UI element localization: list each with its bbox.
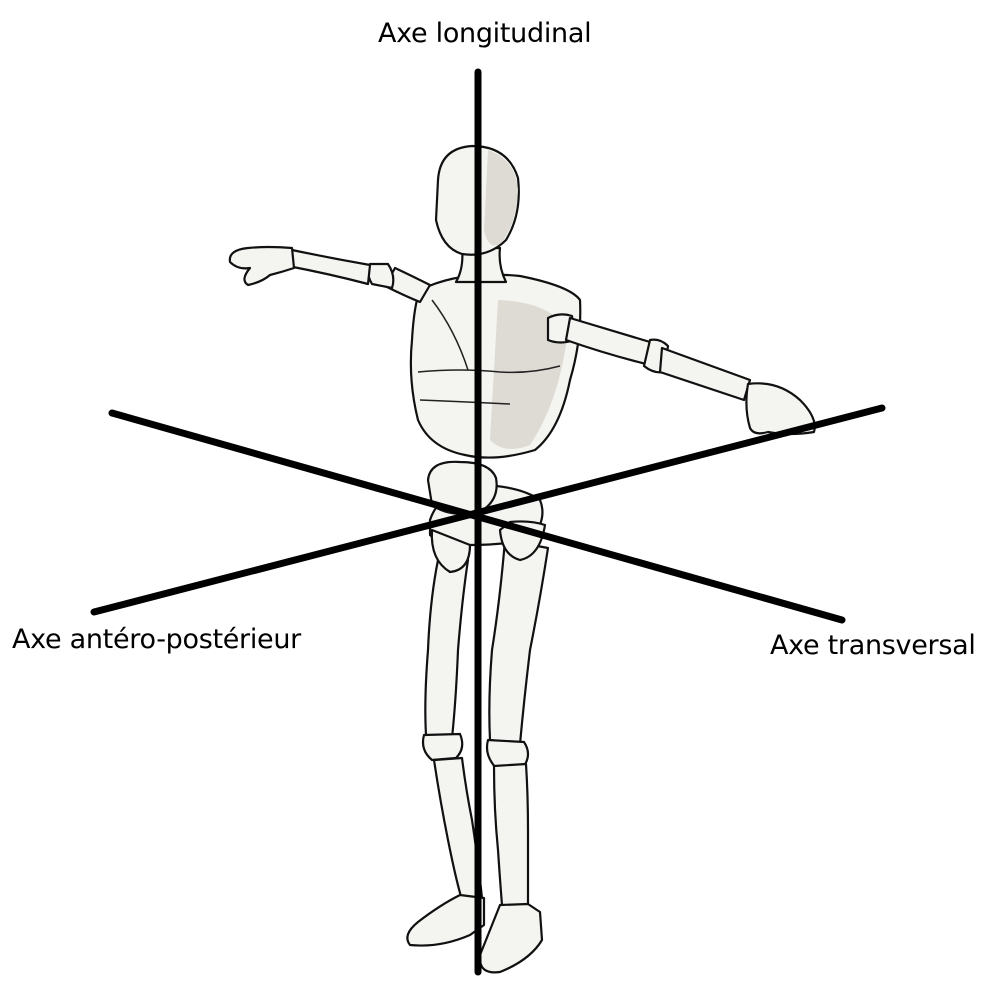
left-leg xyxy=(407,560,484,946)
antero-posterior-axis-label: Axe antéro-postérieur xyxy=(12,624,301,655)
left-arm xyxy=(230,247,430,302)
right-leg xyxy=(480,540,548,972)
transversal-axis-label: Axe transversal xyxy=(770,630,976,661)
right-arm xyxy=(548,314,815,434)
torso xyxy=(411,275,580,458)
longitudinal-axis-label: Axe longitudinal xyxy=(378,18,591,49)
